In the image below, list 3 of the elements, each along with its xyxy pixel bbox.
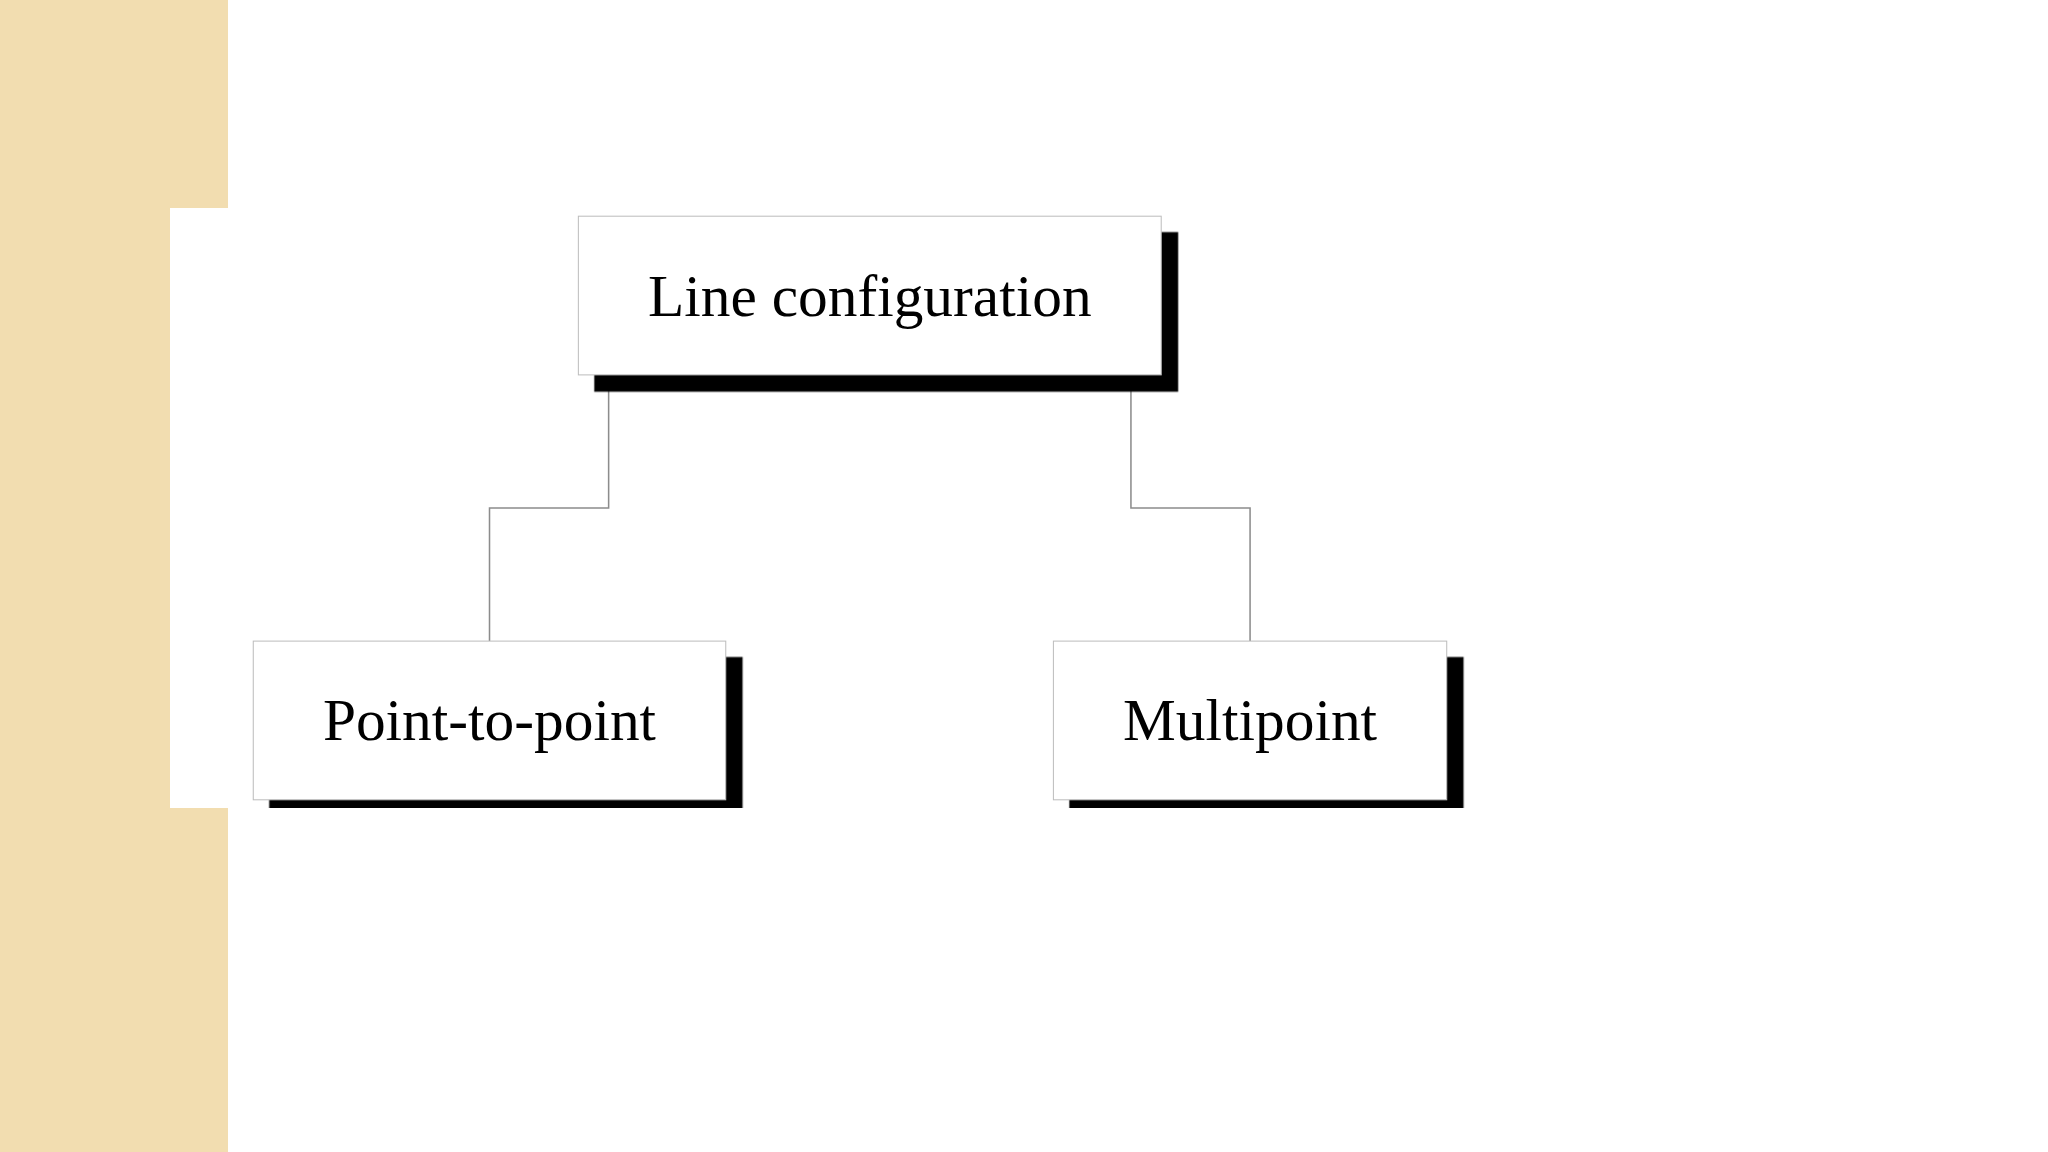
node-box: Point-to-point bbox=[252, 640, 727, 801]
node-box: Multipoint bbox=[1052, 640, 1448, 801]
node-box: Line configuration bbox=[577, 215, 1162, 376]
